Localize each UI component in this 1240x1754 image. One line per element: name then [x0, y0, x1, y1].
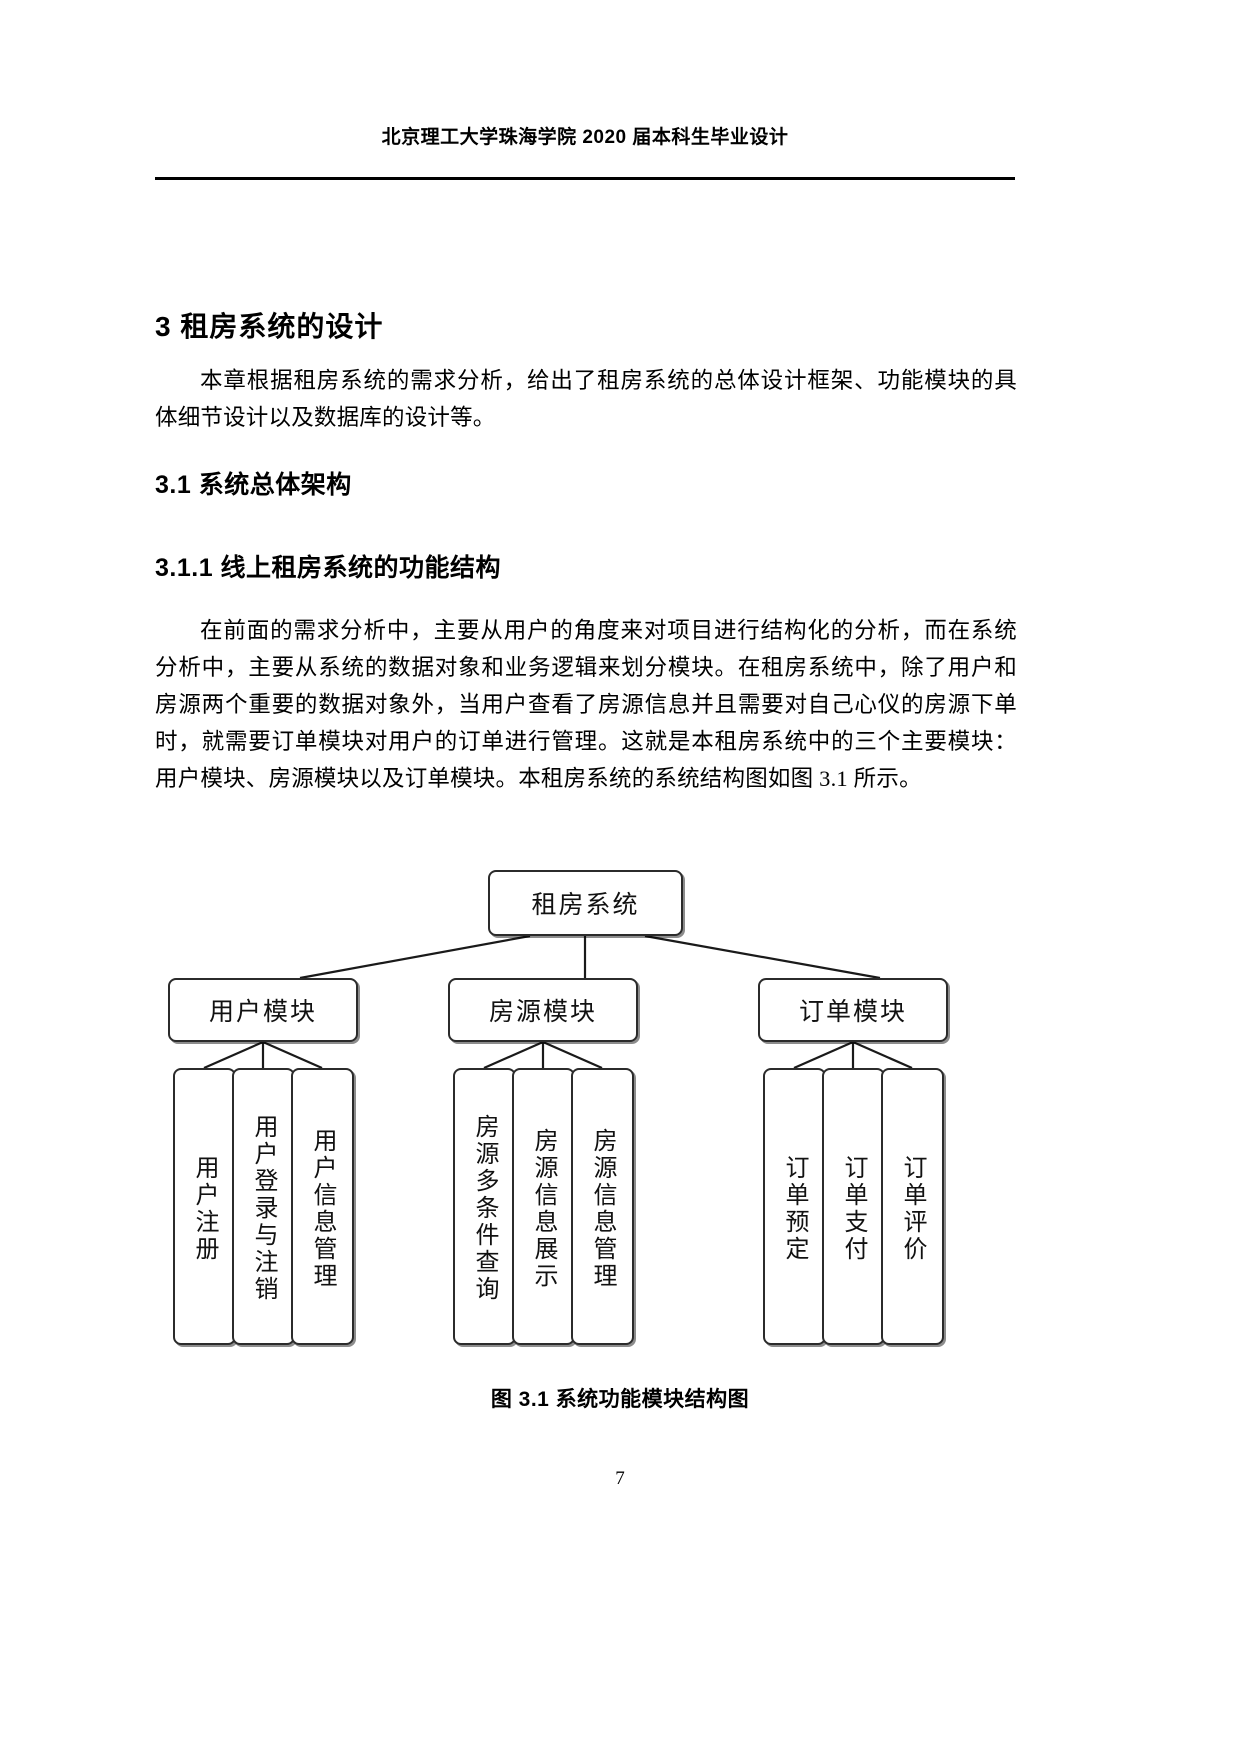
diagram-leaf-house-info-manage: 房源信息管理 — [571, 1068, 634, 1345]
diagram-leaf-order-reserve: 订单预定 — [763, 1068, 826, 1345]
diagram-node-order-module: 订单模块 — [758, 978, 948, 1042]
diagram-leaf-order-pay: 订单支付 — [822, 1068, 885, 1345]
diagram-node-house-module: 房源模块 — [448, 978, 638, 1042]
chapter-heading: 3 租房系统的设计 — [155, 311, 384, 342]
diagram-leaf-house-multi-query: 房源多条件查询 — [453, 1068, 516, 1345]
diagram-node-root: 租房系统 — [488, 870, 683, 936]
figure-canvas: 租房系统 用户模块 房源模块 订单模块 用户注册 用户登录与注销 用户信息管理 … — [0, 855, 1240, 1365]
section-heading: 3.1 系统总体架构 — [155, 471, 352, 499]
diagram-leaf-user-login-logout: 用户登录与注销 — [232, 1068, 295, 1345]
page-number: 7 — [615, 1468, 625, 1489]
diagram-leaf-house-info-display: 房源信息展示 — [512, 1068, 575, 1345]
diagram-leaf-user-register: 用户注册 — [173, 1068, 236, 1345]
header-divider — [155, 177, 1015, 180]
subsection-heading: 3.1.1 线上租房系统的功能结构 — [155, 554, 502, 582]
running-title: 北京理工大学珠海学院 2020 届本科生毕业设计 — [381, 127, 789, 148]
figure-3-1: 租房系统 用户模块 房源模块 订单模块 用户注册 用户登录与注销 用户信息管理 … — [0, 855, 1240, 1413]
diagram-leaf-order-review: 订单评价 — [881, 1068, 944, 1345]
diagram-node-user-module: 用户模块 — [168, 978, 358, 1042]
page-header: 北京理工大学珠海学院 2020 届本科生毕业设计 — [155, 122, 1015, 180]
figure-caption: 图 3.1 系统功能模块结构图 — [490, 1388, 750, 1411]
body-paragraph: 在前面的需求分析中，主要从用户的角度来对项目进行结构化的分析，而在系统分析中，主… — [155, 618, 1017, 791]
diagram-leaf-user-info-manage: 用户信息管理 — [291, 1068, 354, 1345]
intro-paragraph: 本章根据租房系统的需求分析，给出了租房系统的总体设计框架、功能模块的具体细节设计… — [155, 368, 1017, 430]
